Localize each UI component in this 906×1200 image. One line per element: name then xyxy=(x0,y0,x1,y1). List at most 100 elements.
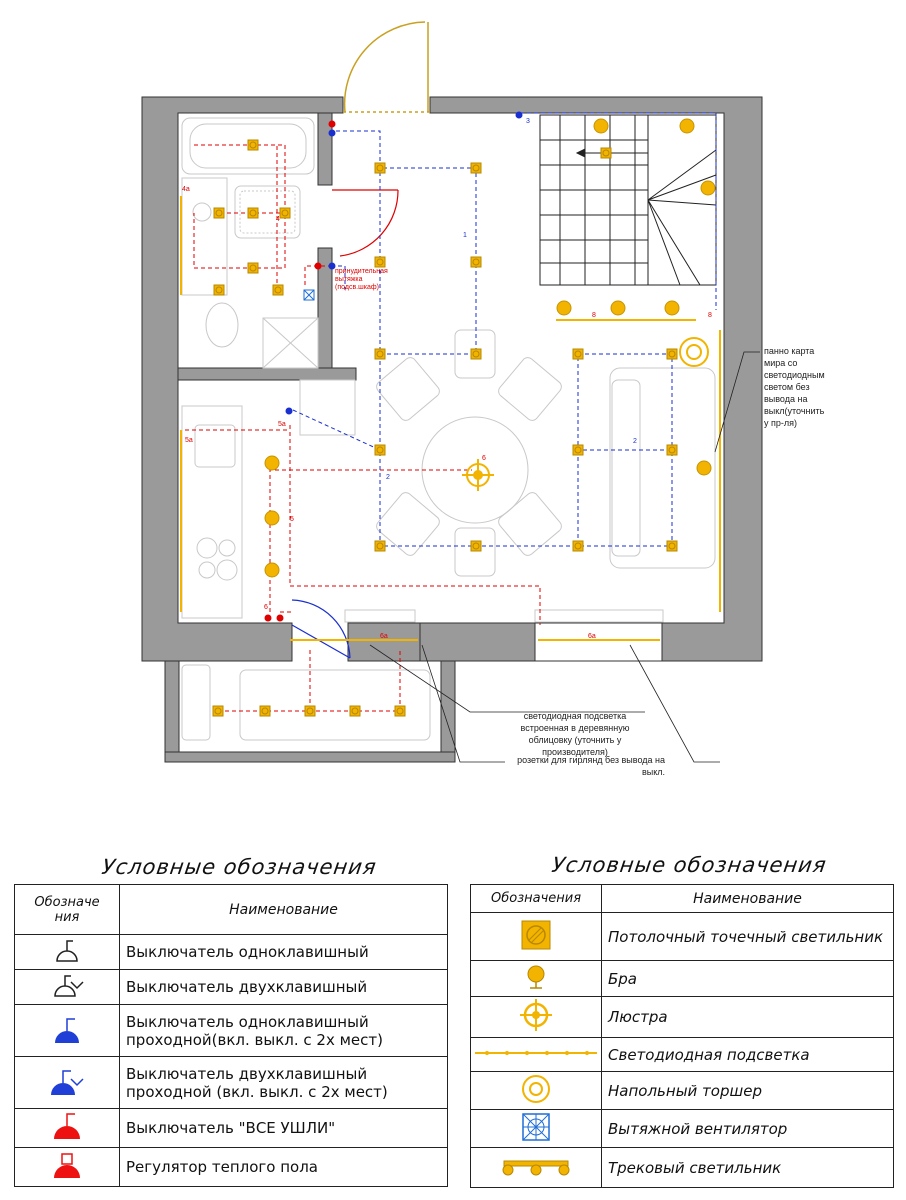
chandelier-icon xyxy=(520,999,552,1031)
ceiling-spot-icon xyxy=(600,147,612,159)
switch-double-icon xyxy=(54,975,84,997)
legend-right-name: Люстра xyxy=(601,996,894,1038)
legend-left-title: Условные обозначения xyxy=(100,855,379,879)
wiring-blue xyxy=(292,112,717,547)
legend-left-symbol xyxy=(14,934,120,970)
legend-left-col-symbol: Обозначе ния xyxy=(14,884,120,935)
bathroom-door xyxy=(332,189,399,257)
legend-right-symbol xyxy=(470,960,602,997)
circuit-label: 5 xyxy=(290,516,294,523)
ceiling-spot-icon xyxy=(521,920,551,949)
balcony-door xyxy=(291,599,351,659)
ceiling-spot-icon xyxy=(374,162,386,174)
led-strip-icon xyxy=(475,1050,597,1055)
circuit-label: 4a xyxy=(182,186,190,193)
legend-right-symbol xyxy=(470,1071,602,1110)
legend-right-symbol xyxy=(470,1147,602,1188)
legend-left-symbol xyxy=(14,1147,120,1187)
legend-right-table: Обозначения Наименование Потолочный точе… xyxy=(470,884,894,1188)
legend-left-symbol xyxy=(14,1004,120,1057)
ceiling-spot-icon xyxy=(572,444,584,456)
circuit-label: 6 xyxy=(482,455,486,462)
floor-lamp-icon xyxy=(679,337,709,367)
legend-left-symbol xyxy=(14,1108,120,1148)
circuit-label: 2 xyxy=(633,438,637,445)
ceiling-spot-icon xyxy=(212,705,224,717)
ceiling-spot-icon xyxy=(247,207,259,219)
floor-heating-regulator-icon xyxy=(54,1153,80,1178)
legend-right-col-name: Наименование xyxy=(601,884,894,913)
circuit-label: 6a xyxy=(380,633,388,640)
legend-right-name: Бра xyxy=(601,960,894,997)
legend-left-table: Обозначе ния Наименование Выключатель од… xyxy=(14,884,448,1187)
legend-right-title: Условные обозначения xyxy=(550,853,829,877)
ceiling-spot-icon xyxy=(374,540,386,552)
ceiling-spot-icon xyxy=(394,705,406,717)
wall-sconce-icon xyxy=(527,965,545,989)
staircase xyxy=(539,114,717,286)
legend-right-symbol xyxy=(470,1037,602,1072)
ceiling-spot-icon xyxy=(374,444,386,456)
ceiling-spot-icon xyxy=(272,284,284,296)
legend-right-col-symbol: Обозначения xyxy=(470,884,602,913)
legend-left-name: Регулятор теплого пола xyxy=(119,1147,448,1187)
legend-right-name: Трековый светильник xyxy=(601,1147,894,1188)
wall-sconces xyxy=(264,118,716,578)
floor-lamp-icon xyxy=(522,1074,550,1103)
circuit-label: 8 xyxy=(708,312,712,319)
ceiling-spot-icon xyxy=(572,540,584,552)
switch-all-off-icon xyxy=(54,1113,80,1139)
ceiling-spot-icon xyxy=(349,705,361,717)
legend-right-name: Светодиодная подсветка xyxy=(601,1037,894,1072)
furniture xyxy=(181,117,716,741)
ceiling-spot-icon xyxy=(666,444,678,456)
legend-right-name: Вытяжной вентилятор xyxy=(601,1109,894,1148)
legend-left-name: Выключатель одноклавишный xyxy=(119,934,448,970)
exhaust-fan-icon xyxy=(522,1112,550,1141)
legend-left-col-name: Наименование xyxy=(119,884,448,935)
circuit-label: 8 xyxy=(592,312,596,319)
legend-left-symbol xyxy=(14,969,120,1005)
leader-lines xyxy=(369,351,760,763)
circuit-label: 5a xyxy=(278,421,286,428)
track-light-icon xyxy=(502,1160,570,1175)
ceiling-spot-icon xyxy=(470,256,482,268)
ceiling-spot-icon xyxy=(666,540,678,552)
exhaust-fan-icon xyxy=(303,289,315,301)
chandelier-icon xyxy=(462,459,494,491)
switches xyxy=(264,111,523,622)
switch-single-icon xyxy=(56,940,78,962)
ceiling-spot-icon xyxy=(247,139,259,151)
circuit-label: 3 xyxy=(526,118,530,125)
ceiling-spot-icon xyxy=(572,348,584,360)
entrance-door xyxy=(343,21,430,113)
ceiling-spots xyxy=(212,139,678,717)
ceiling-spot-icon xyxy=(304,705,316,717)
ceiling-spot-icon xyxy=(213,207,225,219)
circuit-label: 4 xyxy=(276,216,280,223)
circuit-label: 5a xyxy=(185,437,193,444)
legend-right-symbol xyxy=(470,996,602,1038)
legend-left-symbol xyxy=(14,1056,120,1109)
ceiling-spot-icon xyxy=(666,348,678,360)
circuit-label: 1 xyxy=(463,232,467,239)
ceiling-spot-icon xyxy=(470,162,482,174)
floor-plan xyxy=(141,21,763,763)
legend-right-symbol xyxy=(470,912,602,961)
circuit-label: 6а xyxy=(588,633,596,640)
circuit-label: 6 xyxy=(264,604,268,611)
switch-single-pass-icon xyxy=(55,1017,79,1043)
ceiling-spot-icon xyxy=(470,540,482,552)
legend-left-name: Выключатель "ВСЕ УШЛИ" xyxy=(119,1108,448,1148)
ceiling-spot-icon xyxy=(374,348,386,360)
ceiling-spot-icon xyxy=(213,284,225,296)
legend-right-name: Потолочный точечный светильник xyxy=(601,912,894,961)
ceiling-spot-icon xyxy=(247,262,259,274)
circuit-label: 2 xyxy=(386,474,390,481)
ceiling-spot-icon xyxy=(279,207,291,219)
legend-right-name: Напольный торшер xyxy=(601,1071,894,1110)
ceiling-spot-icon xyxy=(374,256,386,268)
